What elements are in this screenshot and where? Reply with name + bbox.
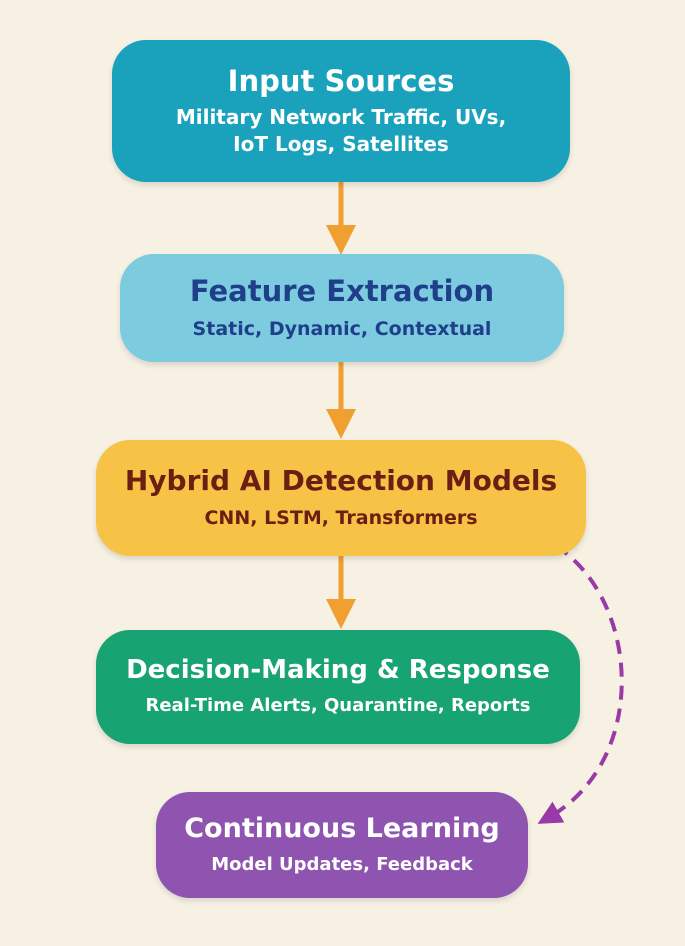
node-detail: Model Updates, Feedback bbox=[211, 854, 473, 876]
node-detail: Real-Time Alerts, Quarantine, Reports bbox=[145, 695, 531, 717]
node-title: Hybrid AI Detection Models bbox=[124, 464, 558, 498]
node-detail: IoT Logs, Satellites bbox=[233, 132, 449, 157]
node-title: Decision-Making & Response bbox=[126, 655, 550, 686]
node-detail: Military Network Traffic, UVs, bbox=[175, 105, 507, 130]
node-continuous-learning: Continuous Learning Model Updates, Feedb… bbox=[156, 792, 528, 898]
node-detail: Static, Dynamic, Contextual bbox=[192, 317, 492, 340]
node-detail: CNN, LSTM, Transformers bbox=[204, 506, 478, 529]
node-title: Input Sources bbox=[227, 63, 455, 98]
node-input-sources: Input Sources Military Network Traffic, … bbox=[112, 40, 570, 182]
node-hybrid-ai-detection-models: Hybrid AI Detection Models CNN, LSTM, Tr… bbox=[96, 440, 586, 556]
node-feature-extraction: Feature Extraction Static, Dynamic, Cont… bbox=[120, 254, 564, 362]
node-title: Continuous Learning bbox=[184, 812, 500, 844]
node-decision-making-response: Decision-Making & Response Real-Time Ale… bbox=[96, 630, 580, 744]
node-title: Feature Extraction bbox=[189, 273, 495, 308]
